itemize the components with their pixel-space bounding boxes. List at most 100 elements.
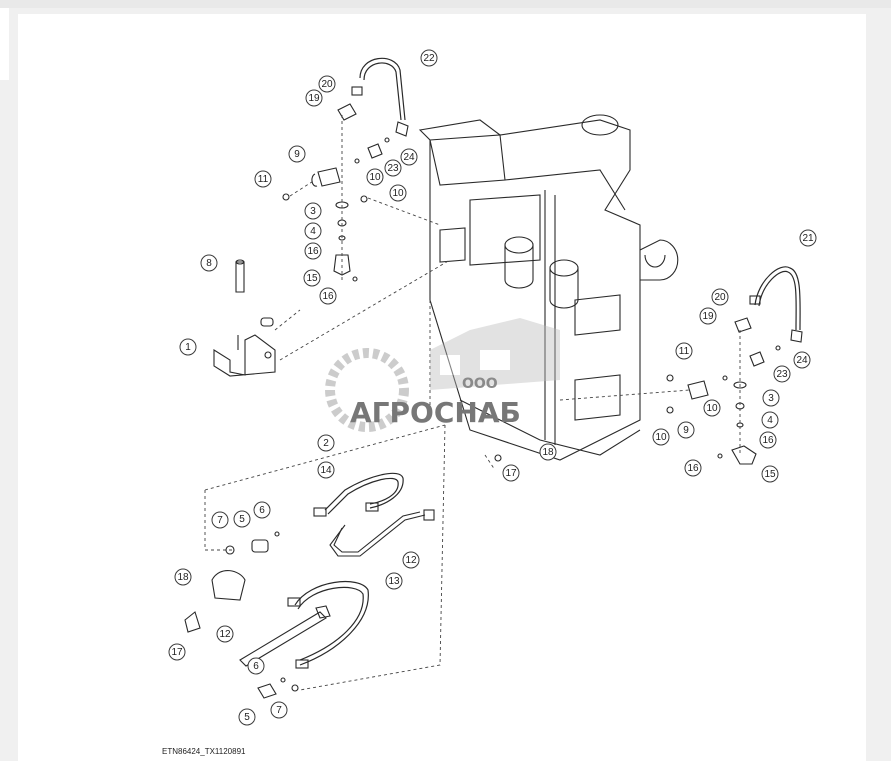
watermark-company: ООО: [462, 376, 498, 392]
left-bracket: [213, 259, 451, 377]
callout-2: 2: [317, 434, 335, 452]
callout-number: 18: [177, 572, 189, 583]
callout-20: 20: [711, 288, 729, 306]
callout-10: 10: [366, 168, 384, 186]
callout-10: 10: [652, 428, 670, 446]
callout-number: 15: [764, 469, 776, 480]
callout-circle: [200, 254, 218, 272]
callout-circle: [761, 411, 779, 429]
callout-circle: [211, 511, 229, 529]
callout-number: 13: [388, 576, 400, 587]
callout-10: 10: [703, 399, 721, 417]
callout-9: 9: [288, 145, 306, 163]
callout-number: 2: [323, 438, 329, 449]
callout-circle: [247, 657, 265, 675]
callout-number: 23: [387, 163, 399, 174]
callout-number: 3: [768, 393, 774, 404]
callout-circle: [711, 288, 729, 306]
callout-24: 24: [400, 148, 418, 166]
callout-11: 11: [254, 170, 272, 188]
right-valve-assembly: [559, 266, 803, 465]
callout-12: 12: [216, 625, 234, 643]
callout-number: 3: [310, 206, 316, 217]
callout-circle: [761, 465, 779, 483]
callout-circle: [179, 338, 197, 356]
callout-circle: [303, 269, 321, 287]
callout-14: 14: [317, 461, 335, 479]
callout-circle: [675, 342, 693, 360]
callout-number: 20: [714, 292, 726, 303]
callout-circle: [799, 229, 817, 247]
callout-circle: [366, 168, 384, 186]
callout-number: 1: [185, 342, 191, 353]
callout-circle: [317, 434, 335, 452]
callout-circle: [385, 572, 403, 590]
callout-16: 16: [304, 242, 322, 260]
callout-number: 19: [308, 93, 320, 104]
callout-6: 6: [253, 501, 271, 519]
callout-24: 24: [793, 351, 811, 369]
callout-circle: [384, 159, 402, 177]
callout-number: 10: [655, 432, 667, 443]
callout-23: 23: [384, 159, 402, 177]
callout-number: 6: [253, 661, 259, 672]
callout-21: 21: [799, 229, 817, 247]
callout-circle: [174, 568, 192, 586]
callout-circle: [759, 431, 777, 449]
callout-16: 16: [759, 431, 777, 449]
callout-10: 10: [389, 184, 407, 202]
callout-number: 11: [258, 174, 269, 185]
callout-number: 7: [217, 515, 223, 526]
callout-circle: [502, 464, 520, 482]
callout-circle: [420, 49, 438, 67]
callout-circle: [270, 701, 288, 719]
callout-circle: [773, 365, 791, 383]
callout-7: 7: [270, 701, 288, 719]
callout-3: 3: [304, 202, 322, 220]
callout-number: 21: [802, 233, 814, 244]
callout-3: 3: [762, 389, 780, 407]
callout-circle: [168, 643, 186, 661]
callout-11: 11: [675, 342, 693, 360]
watermark: [325, 318, 560, 432]
callout-6: 6: [247, 657, 265, 675]
callout-1: 1: [179, 338, 197, 356]
callout-circle: [319, 287, 337, 305]
callout-15: 15: [761, 465, 779, 483]
callout-9: 9: [677, 421, 695, 439]
callout-12: 12: [402, 551, 420, 569]
callout-number: 9: [683, 425, 689, 436]
callout-number: 5: [244, 712, 250, 723]
callout-circle: [253, 501, 271, 519]
callout-number: 16: [687, 463, 699, 474]
callout-number: 4: [767, 415, 773, 426]
callout-circle: [238, 708, 256, 726]
callout-circle: [762, 389, 780, 407]
callout-18: 18: [174, 568, 192, 586]
callouts: 2220192492310111034161516812120192423113…: [168, 49, 817, 726]
callout-number: 19: [702, 311, 714, 322]
callout-5: 5: [233, 510, 251, 528]
callout-13: 13: [385, 572, 403, 590]
callout-17: 17: [168, 643, 186, 661]
callout-circle: [539, 443, 557, 461]
callout-number: 16: [307, 246, 319, 257]
callout-circle: [793, 351, 811, 369]
callout-circle: [304, 242, 322, 260]
callout-number: 16: [322, 291, 334, 302]
callout-15: 15: [303, 269, 321, 287]
callout-number: 4: [310, 226, 316, 237]
diagram-sheet: [18, 14, 866, 761]
callout-4: 4: [304, 222, 322, 240]
callout-circle: [254, 170, 272, 188]
callout-20: 20: [318, 75, 336, 93]
callout-circle: [703, 399, 721, 417]
callout-number: 15: [306, 273, 318, 284]
callout-number: 7: [276, 705, 282, 716]
callout-16: 16: [319, 287, 337, 305]
callout-5: 5: [238, 708, 256, 726]
callout-number: 12: [219, 629, 231, 640]
figure-code: ETN86424_TX1120891: [162, 747, 246, 756]
callout-circle: [389, 184, 407, 202]
callout-circle: [288, 145, 306, 163]
